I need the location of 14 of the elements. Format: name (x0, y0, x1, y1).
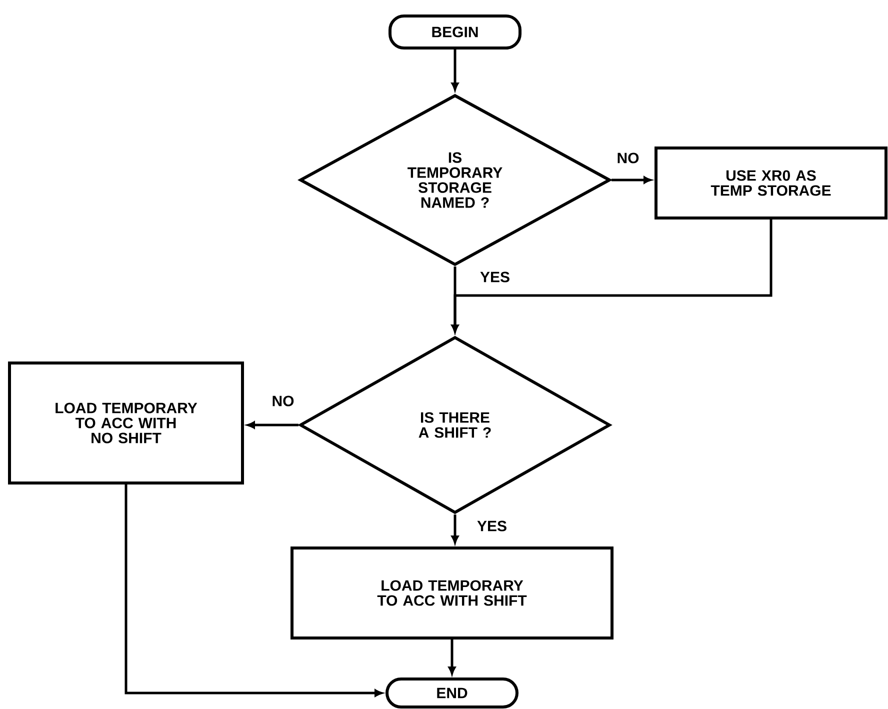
arrow (124, 484, 382, 697)
arrow (451, 50, 459, 90)
edge-label: NO (270, 394, 296, 408)
arrow (448, 640, 456, 674)
edge-label: YES (476, 520, 508, 532)
process-box: LOAD TEMPORARY TO ACC WITH SHIFT (290, 546, 614, 640)
process-box: USE XR0 AS TEMP STORAGE (654, 146, 888, 220)
process-box: LOAD TEMPORARY TO ACC WITH NO SHIFT (8, 362, 244, 484)
edge-label: YES (479, 270, 512, 284)
edge-label: NO (616, 152, 640, 164)
arrow (451, 514, 459, 544)
arrow (612, 176, 652, 184)
arrow (247, 421, 298, 429)
arrow (451, 220, 772, 332)
